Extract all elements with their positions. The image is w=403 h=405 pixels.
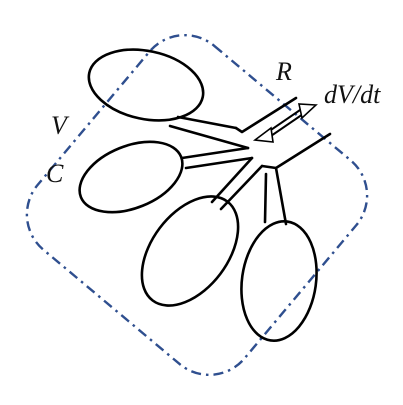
alveolus-3 <box>122 179 257 324</box>
alveolus-1 <box>82 40 210 131</box>
resistance-label: R <box>275 57 292 86</box>
volume-label: V <box>51 111 70 140</box>
control-volume-boundary <box>8 16 386 393</box>
airway-tree <box>170 98 330 224</box>
flow-label: dV/dt <box>324 80 381 109</box>
compliance-label: C <box>46 159 64 188</box>
